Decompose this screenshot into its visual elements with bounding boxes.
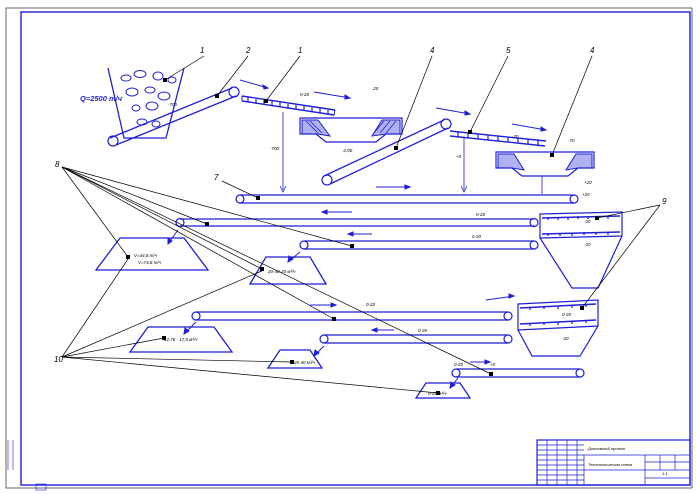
leader-number-1b: 1	[298, 46, 302, 55]
leader-number-4b: 4	[590, 46, 595, 55]
conveyor-7	[235, 194, 579, 204]
inner-frame	[20, 11, 691, 486]
flow-mark: -20	[584, 242, 591, 247]
leader-number-4a: 4	[430, 46, 435, 55]
stockpile-label: 12,76 - 17,8 м³/ч	[164, 337, 198, 342]
flow-mark: +0	[490, 362, 496, 367]
leader-number-9: 9	[662, 197, 667, 206]
conveyor-row-b	[299, 240, 539, 250]
drop-lines	[282, 112, 543, 194]
flow-mark: 0-20	[454, 362, 464, 367]
flow-mark: 0-20	[366, 302, 376, 307]
title-block-title: Дипломный проект	[587, 446, 626, 451]
flow-mark: +20	[582, 192, 590, 197]
stockpile-3	[128, 326, 234, 353]
stockpile-4	[266, 349, 324, 369]
flow-mark: 0-20	[562, 312, 572, 317]
flow-mark: -20	[562, 336, 569, 341]
leader-lines	[61, 55, 661, 394]
leader-number-8: 8	[55, 160, 60, 169]
stockpile-label: 20-40 м³/ч	[293, 360, 316, 365]
conveyor-row-c	[191, 311, 513, 321]
title-block-scale: 1:1	[662, 471, 668, 476]
stockpile-label: V=44,8 т/ч	[134, 253, 158, 258]
stockpile-5	[414, 382, 472, 399]
stockpile-2	[248, 256, 328, 285]
leader-number-10: 10	[54, 355, 63, 364]
corner-mark	[35, 483, 47, 491]
leader-dots	[126, 78, 599, 395]
screen-hopper-lower	[517, 299, 599, 357]
leader-number-7: 7	[214, 173, 219, 182]
stockpile-1	[94, 237, 210, 271]
crusher-2	[495, 151, 595, 177]
title-block-subtitle: Технологическая схема	[588, 462, 633, 467]
conveyor-row-d	[319, 334, 513, 344]
flow-mark: -20	[512, 134, 519, 139]
flow-mark: 0-20	[476, 212, 486, 217]
capacity-formula: Q=2500 т/ч	[80, 94, 123, 103]
flow-mark: +20	[584, 180, 592, 185]
ore-hopper	[107, 67, 185, 139]
flow-mark: 0-20	[300, 92, 310, 97]
screen-5	[449, 130, 547, 147]
flow-mark: -20	[584, 219, 591, 224]
screen-1-top	[241, 95, 336, 116]
stockpile-label: V=74,8 т/ч	[138, 260, 162, 265]
margin-strip	[7, 440, 14, 470]
leader-number-5: 5	[506, 46, 511, 55]
flow-mark: -700	[270, 146, 280, 151]
stockpile-label: 20-40-20 м³/ч	[267, 269, 296, 274]
crusher-1	[299, 117, 403, 143]
flow-mark: -700	[168, 102, 178, 107]
flow-mark: -2,00	[342, 148, 353, 153]
leader-number-2: 2	[245, 46, 251, 55]
outer-frame	[5, 7, 693, 489]
title-block: Дипломный проект Технологическая схема 1…	[536, 439, 691, 486]
incline-conveyor-4	[321, 118, 452, 186]
flow-mark: 0-20	[418, 328, 428, 333]
screen-hopper-upper	[539, 211, 623, 289]
flow-arrows	[167, 79, 548, 389]
conveyor-row-a	[175, 217, 539, 228]
stockpile-label: 0-20 м³/ч	[428, 391, 447, 396]
leader-number-1a: 1	[200, 46, 204, 55]
flow-mark: 0-20	[472, 234, 482, 239]
incline-conveyor-2	[107, 86, 240, 147]
flow-mark: .20	[372, 86, 379, 91]
conveyor-row-e	[451, 368, 585, 378]
flow-mark: +0	[456, 154, 462, 159]
flow-mark: -70	[568, 138, 575, 143]
